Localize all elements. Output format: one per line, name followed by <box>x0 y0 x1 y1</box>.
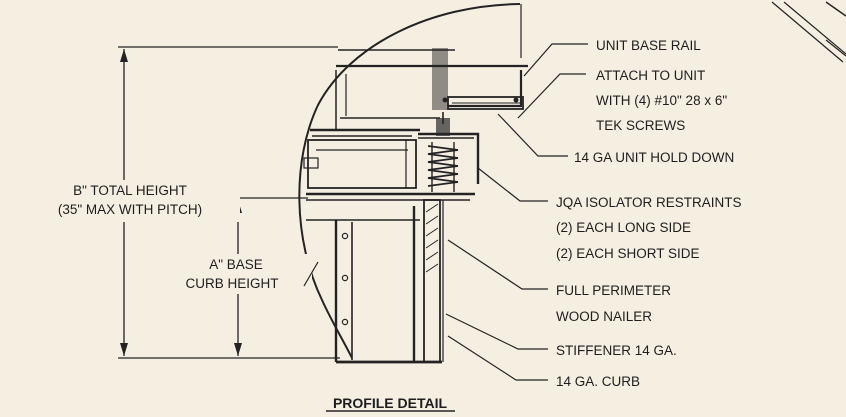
base-curb-height-label-2: CURB HEIGHT <box>185 276 278 291</box>
callout-isolator-line-1: JQA ISOLATOR RESTRAINTS <box>556 195 742 210</box>
total-height-note: (35" MAX WITH PITCH) <box>58 202 202 217</box>
unit-base-rail <box>442 96 524 110</box>
isolator-spring <box>427 112 459 192</box>
callout-unit-hold-down: 14 GA UNIT HOLD DOWN <box>574 150 734 165</box>
callout-stiffener: STIFFENER 14 GA. <box>556 343 677 358</box>
curb-wall <box>306 206 442 364</box>
callout-attach-line-1: ATTACH TO UNIT <box>596 68 705 83</box>
callout-unit-base-rail: UNIT BASE RAIL <box>596 38 701 53</box>
callout-nailer-line-2: WOOD NAILER <box>556 309 652 324</box>
base-curb-height-label: A" BASE <box>209 257 263 272</box>
adjacent-view-fragment <box>771 1 846 63</box>
callout-leaders <box>445 43 588 381</box>
callout-nailer-line-1: FULL PERIMETER <box>556 283 671 298</box>
wood-nailer <box>423 199 444 363</box>
drawing-title: PROFILE DETAIL <box>333 395 448 411</box>
callout-isolator-line-2: (2) EACH LONG SIDE <box>556 220 691 235</box>
total-height-label: B" TOTAL HEIGHT <box>73 183 187 198</box>
unit-section <box>335 48 528 130</box>
callout-curb: 14 GA. CURB <box>556 374 640 389</box>
detail-circle-boundary <box>298 3 521 359</box>
callout-attach-line-2: WITH (4) #10" 28 x 6" <box>596 93 727 108</box>
callout-isolator-line-3: (2) EACH SHORT SIDE <box>556 246 700 261</box>
callout-attach-line-3: TEK SCREWS <box>596 118 685 133</box>
